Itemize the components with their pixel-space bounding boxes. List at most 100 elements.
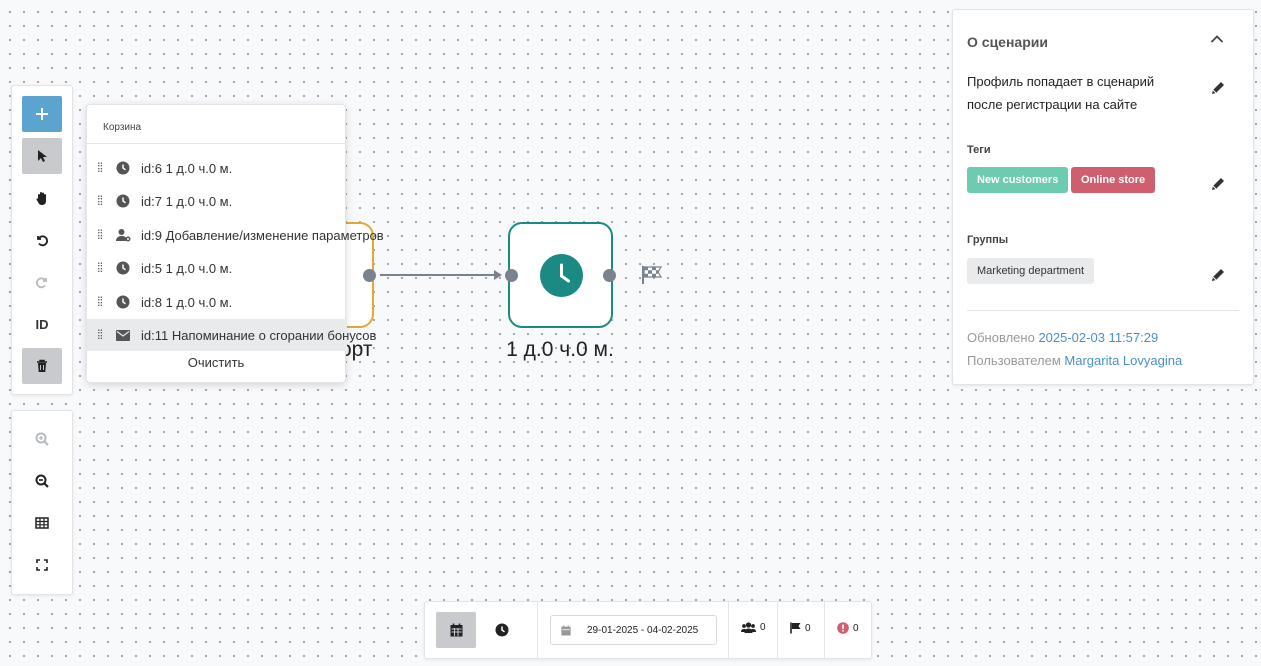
toolbar-tools: ID [11, 85, 73, 395]
timer-node-icon-bg [540, 254, 583, 297]
drag-handle-icon[interactable]: ⁞⁞ [97, 227, 103, 242]
info-divider [967, 310, 1239, 311]
undo-icon [37, 235, 48, 247]
toolbar-zoom [11, 410, 73, 595]
tag-online-store[interactable]: Online store [1071, 167, 1156, 193]
bar-divider [537, 602, 538, 658]
basket-item-label: id:11 Напоминание о сгорании бонусов [141, 327, 377, 343]
start-node-output-port[interactable] [363, 269, 376, 282]
clock-icon [115, 160, 131, 176]
pan-tool-button[interactable] [22, 180, 62, 216]
basket-clear-button[interactable]: Очистить [187, 355, 245, 370]
select-tool-button[interactable] [22, 138, 62, 174]
expand-icon [36, 559, 48, 571]
completed-count: 0 [805, 622, 811, 634]
timer-node-input-port[interactable] [505, 269, 518, 282]
updated-at-line: Обновлено 2025-02-03 11:57:29 [967, 330, 1158, 345]
scenario-info-panel: О сценарии Профиль попадает в сценарий п… [952, 9, 1254, 385]
trash-icon [37, 359, 47, 372]
cursor-icon [38, 150, 47, 162]
drag-handle-icon[interactable]: ⁞⁞ [97, 327, 103, 342]
group-chip[interactable]: Marketing department [967, 258, 1094, 284]
bar-divider [777, 602, 778, 658]
finish-flag-icon [642, 266, 663, 284]
connection-arrow[interactable] [376, 268, 508, 282]
drag-handle-icon[interactable]: ⁞⁞ [97, 294, 103, 309]
calendar-icon [450, 623, 462, 637]
grid-button[interactable] [22, 505, 62, 541]
time-mode-button[interactable] [482, 612, 522, 648]
error-icon [837, 622, 849, 634]
completed-stat: 0 [790, 622, 811, 634]
basket-item[interactable]: ⁞⁞ id:9 Добавление/изменение параметров [87, 219, 384, 251]
zoom-out-button[interactable] [22, 463, 62, 499]
calendar-mode-button[interactable] [436, 612, 476, 648]
zoom-out-icon [35, 474, 49, 488]
groups-label: Группы [967, 234, 1009, 246]
profiles-stat: 0 [741, 622, 766, 633]
fit-screen-button[interactable] [22, 547, 62, 583]
basket-button[interactable] [22, 348, 62, 384]
id-toggle-label: ID [35, 316, 49, 332]
envelope-icon [115, 327, 131, 343]
add-button[interactable] [22, 96, 62, 132]
redo-icon [36, 277, 47, 289]
user-gear-icon [115, 227, 131, 243]
date-range-value: 29-01-2025 - 04-02-2025 [587, 624, 699, 636]
clock-icon [115, 294, 131, 310]
basket-item-label: id:7 1 д.0 ч.0 м. [141, 193, 233, 209]
updated-at-value: 2025-02-03 11:57:29 [1038, 330, 1159, 345]
basket-item-label: id:6 1 д.0 ч.0 м. [141, 160, 233, 176]
tags-label: Теги [967, 144, 991, 156]
errors-stat: 0 [837, 622, 859, 634]
tag-new-customers[interactable]: New customers [967, 167, 1069, 193]
statistics-bar: 29-01-2025 - 04-02-2025 0 0 0 [424, 601, 872, 659]
start-node-label: орт [340, 338, 373, 361]
drag-handle-icon[interactable]: ⁞⁞ [97, 160, 103, 175]
basket-item[interactable]: ⁞⁞ id:6 1 д.0 ч.0 м. [87, 152, 347, 184]
user-prefix: Пользователем [967, 353, 1061, 368]
scenario-info-title: О сценарии [967, 34, 1048, 50]
basket-item-label: id:5 1 д.0 ч.0 м. [141, 260, 233, 276]
grid-icon [35, 517, 49, 529]
basket-dropdown: Корзина ⁞⁞ id:6 1 д.0 ч.0 м. ⁞⁞ id:7 1 д… [86, 104, 384, 383]
edit-groups-pencil-icon[interactable] [1210, 267, 1226, 283]
bar-divider [728, 602, 729, 658]
profiles-count: 0 [760, 622, 766, 633]
basket-item-label: id:8 1 д.0 ч.0 м. [141, 294, 233, 310]
clock-icon [560, 263, 570, 283]
chevron-up-icon[interactable] [1210, 34, 1224, 44]
basket-item[interactable]: ⁞⁞ id:5 1 д.0 ч.0 м. [87, 252, 347, 284]
timer-node-label: 1 д.0 ч.0 м. [506, 338, 614, 361]
errors-count: 0 [853, 622, 859, 634]
redo-button[interactable] [22, 264, 62, 300]
user-name-link[interactable]: Margarita Lovyagina [1064, 353, 1183, 368]
updated-prefix: Обновлено [967, 330, 1035, 345]
scenario-description: Профиль попадает в сценарий после регист… [967, 74, 1155, 112]
timer-node-output-port[interactable] [603, 269, 616, 282]
updated-by-line: Пользователем Margarita Lovyagina [967, 353, 1182, 368]
edit-description-pencil-icon[interactable] [1210, 80, 1226, 96]
basket-item[interactable]: ⁞⁞ id:7 1 д.0 ч.0 м. [87, 185, 347, 217]
plus-icon [36, 108, 48, 120]
basket-item[interactable]: ⁞⁞ id:11 Напоминание о сгорании бонусов [87, 319, 377, 351]
basket-item[interactable]: ⁞⁞ id:8 1 д.0 ч.0 м. [87, 286, 347, 318]
clock-icon [115, 260, 131, 276]
calendar-icon [561, 625, 571, 635]
users-icon [741, 622, 756, 633]
drag-handle-icon[interactable]: ⁞⁞ [97, 193, 103, 208]
basket-item-label: id:9 Добавление/изменение параметров [141, 227, 384, 243]
basket-divider [87, 143, 345, 144]
date-range-input[interactable]: 29-01-2025 - 04-02-2025 [550, 615, 717, 645]
clock-icon [115, 193, 131, 209]
timer-node[interactable] [508, 222, 613, 328]
hand-icon [36, 191, 46, 205]
show-ids-button[interactable]: ID [22, 306, 62, 342]
zoom-in-button[interactable] [22, 421, 62, 457]
drag-handle-icon[interactable]: ⁞⁞ [97, 260, 103, 275]
edit-tags-pencil-icon[interactable] [1210, 176, 1226, 192]
clock-icon [495, 623, 509, 637]
zoom-in-icon [35, 432, 49, 446]
undo-button[interactable] [22, 222, 62, 258]
basket-title: Корзина [103, 122, 142, 133]
